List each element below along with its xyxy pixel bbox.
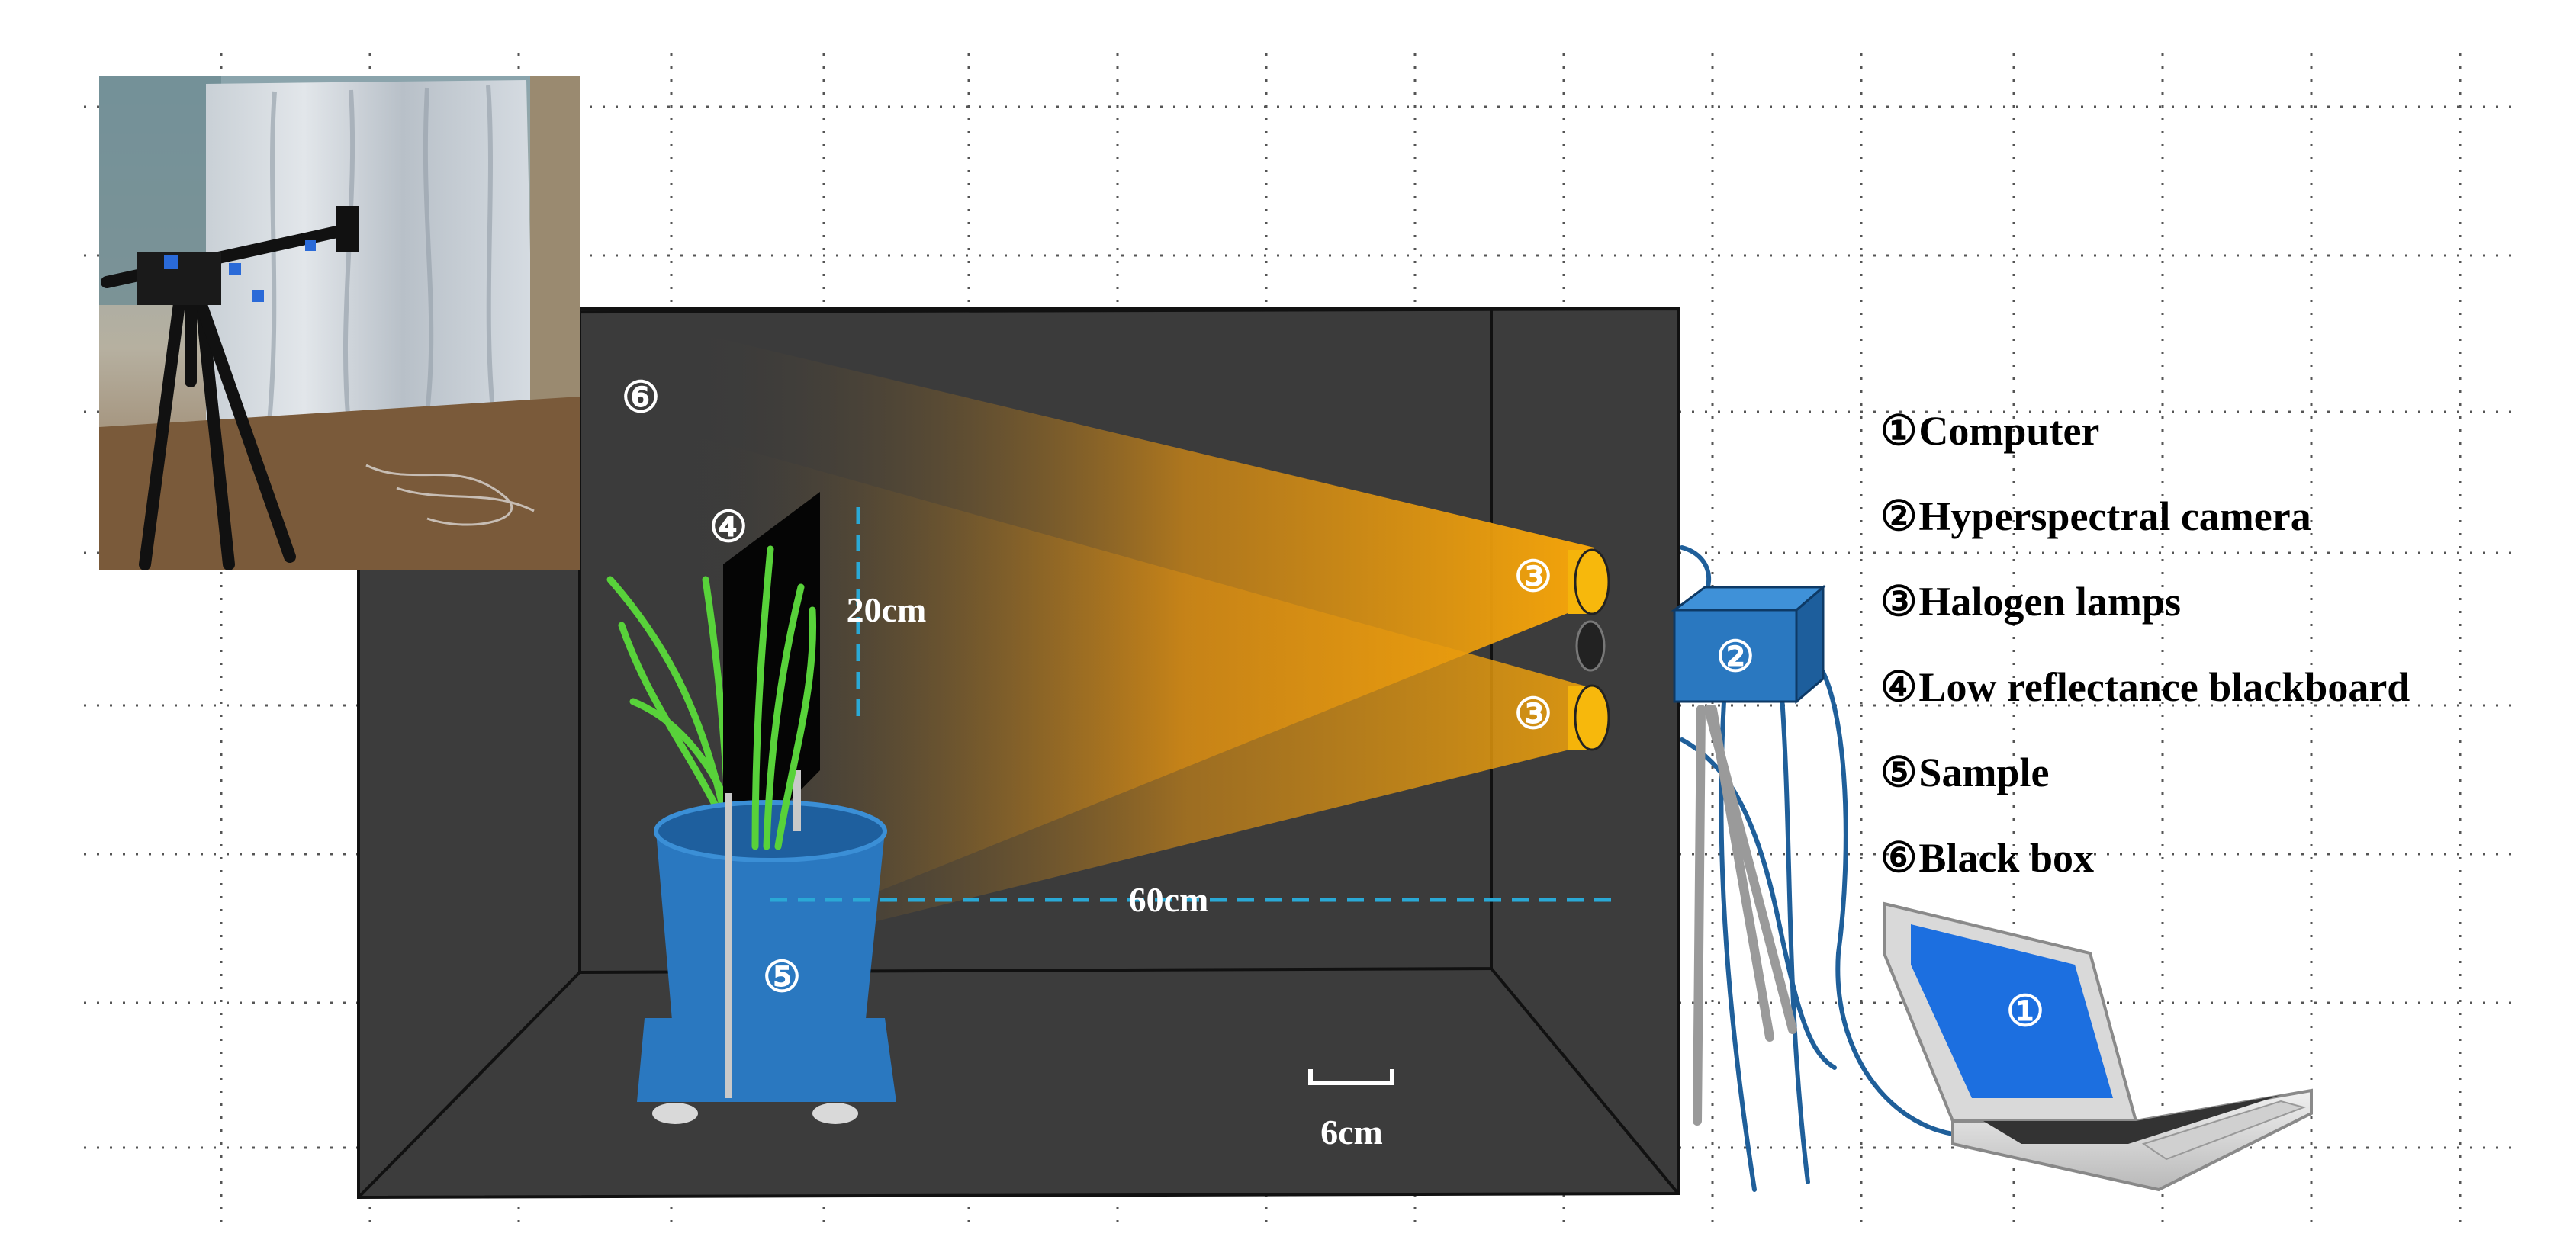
marker-computer: ① <box>2006 988 2044 1036</box>
legend-item-blackboard: ④Low reflectance blackboard <box>1880 664 2410 710</box>
legend-item-hyperspectral-camera: ②Hyperspectral camera <box>1880 493 2311 539</box>
photo-inset <box>99 76 580 570</box>
marker-blackboard: ④ <box>709 504 748 551</box>
dimension-lines <box>770 507 1617 902</box>
legend: ①Computer ②Hyperspectral camera ③Halogen… <box>1880 397 2410 909</box>
marker-black-box: ⑥ <box>622 374 660 422</box>
halogen-lamp-top <box>1568 548 1610 615</box>
legend-item-computer: ①Computer <box>1880 408 2100 454</box>
sample-plant <box>606 492 896 1124</box>
marker-lamp-bottom: ③ <box>1514 691 1552 738</box>
light-beams <box>580 305 1594 938</box>
distance-label: 60cm <box>1129 880 1209 919</box>
legend-item-halogen-lamps: ③Halogen lamps <box>1880 579 2181 625</box>
halogen-lamp-bottom <box>1568 684 1610 751</box>
board-height-label: 20cm <box>847 590 927 629</box>
marker-sample: ⑤ <box>763 954 801 1001</box>
scale-bar <box>1308 1069 1394 1085</box>
laptop <box>1883 901 2313 1192</box>
scale-bar-label: 6cm <box>1320 1113 1383 1152</box>
legend-item-sample: ⑤Sample <box>1880 750 2050 795</box>
marker-camera: ② <box>1716 634 1754 681</box>
hyperspectral-camera <box>1671 584 1827 705</box>
marker-lamp-top: ③ <box>1514 554 1552 601</box>
camera-lens <box>1575 620 1606 672</box>
legend-item-black-box: ⑥Black box <box>1880 835 2094 881</box>
tripod <box>1693 705 1797 1126</box>
